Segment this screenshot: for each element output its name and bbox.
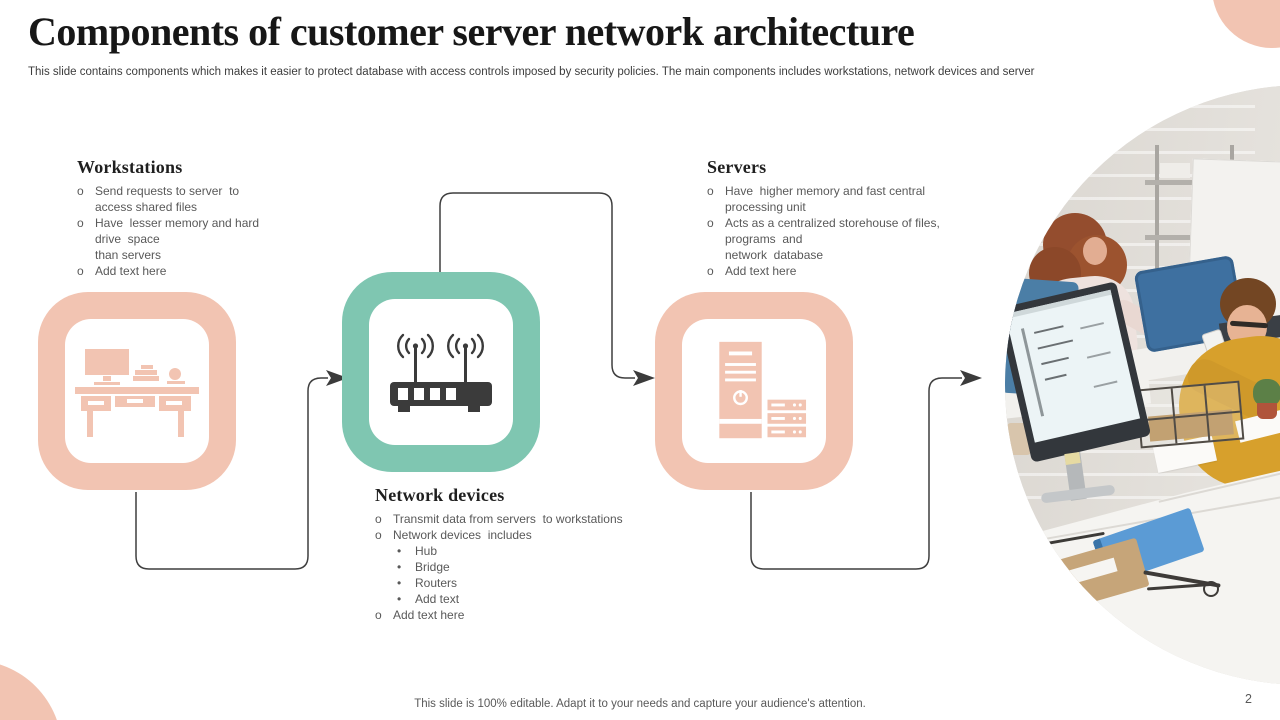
router-icon: [390, 333, 492, 412]
desk-icon: [75, 349, 199, 437]
list-item: o Transmit data from servers to workstati…: [375, 511, 675, 527]
list-item: o Network devices includes: [375, 527, 675, 543]
workstations-box: [38, 292, 236, 490]
sub-list-item: • Bridge: [375, 559, 675, 575]
bullet-marker: o: [77, 184, 84, 198]
bullet-marker: o: [77, 264, 84, 278]
list-item: o Add text here: [375, 607, 675, 623]
list-item-text: Send requests to server to access shared…: [95, 184, 240, 214]
bullet-marker: o: [707, 264, 714, 278]
bullet-marker: •: [397, 560, 402, 574]
list-item-text: Transmit data from servers to workstatio…: [393, 512, 623, 526]
bullet-marker: o: [375, 608, 382, 622]
server-rack-icon: [719, 341, 807, 439]
list-item-text: Add text here: [725, 264, 797, 278]
corner-circle-top-right: [1212, 0, 1280, 48]
servers-heading: Servers: [707, 157, 767, 177]
network-devices-section: Network devices o Transmit data from serv…: [375, 484, 675, 623]
photo-plant-pot: [1257, 403, 1277, 419]
servers-box: [655, 292, 853, 490]
bullet-marker: o: [375, 528, 382, 542]
photo-scissors-handle: [1203, 581, 1219, 597]
list-item: o Have lesser memory and hard drive space…: [77, 215, 317, 263]
sub-list-item: • Routers: [375, 575, 675, 591]
list-item: o Send requests to server to access share…: [77, 183, 317, 215]
arrowhead-icon: [960, 370, 982, 386]
list-item: o Have higher memory and fast central pro…: [707, 183, 997, 215]
bullet-marker: •: [397, 544, 402, 558]
photo-sticky-note: [1064, 452, 1081, 465]
bullet-marker: o: [77, 216, 84, 230]
page-subtitle: This slide contains components which mak…: [28, 66, 1035, 78]
list-item-text: Have lesser memory and hard drive space …: [95, 216, 260, 262]
list-item-text: Hub: [415, 544, 438, 558]
list-item: o Add text here: [707, 263, 997, 279]
list-item-text: Network devices includes: [393, 528, 532, 542]
page-number: 2: [1245, 692, 1252, 706]
network-devices-heading: Network devices: [375, 485, 505, 505]
photo-plant: [1253, 379, 1280, 407]
workstations-heading: Workstations: [77, 157, 183, 177]
sub-list-item: • Hub: [375, 543, 675, 559]
list-item-text: Have higher memory and fast central proc…: [725, 184, 926, 214]
bullet-marker: o: [375, 512, 382, 526]
bullet-marker: o: [707, 216, 714, 230]
page-title: Components of customer server network ar…: [28, 9, 915, 54]
list-item-text: Add text: [415, 592, 460, 606]
list-item-text: Bridge: [415, 560, 450, 574]
list-item-text: Routers: [415, 576, 458, 590]
sub-list-item: • Add text: [375, 591, 675, 607]
network-devices-box: [342, 272, 540, 472]
list-item: o Acts as a centralized storehouse of fil…: [707, 215, 997, 263]
footer-note: This slide is 100% editable. Adapt it to…: [414, 698, 866, 710]
servers-section: Servers o Have higher memory and fast cen…: [707, 156, 997, 279]
list-item-text: Acts as a centralized storehouse of file…: [725, 216, 940, 262]
office-photo: [1005, 85, 1280, 685]
bullet-marker: o: [707, 184, 714, 198]
list-item: o Add text here: [77, 263, 317, 279]
photo-shelf-box: [1160, 163, 1190, 178]
list-item-text: Add text here: [393, 608, 465, 622]
photo-shelf: [1155, 145, 1159, 335]
corner-circle-bottom-left: [0, 660, 62, 720]
photo-woman-face: [1083, 237, 1107, 265]
photo-wire-basket: [1135, 380, 1245, 449]
bullet-marker: •: [397, 592, 402, 606]
list-item-text: Add text here: [95, 264, 167, 278]
workstations-section: Workstations o Send requests to server to…: [77, 156, 317, 279]
bullet-marker: •: [397, 576, 402, 590]
arrowhead-icon: [633, 370, 655, 386]
